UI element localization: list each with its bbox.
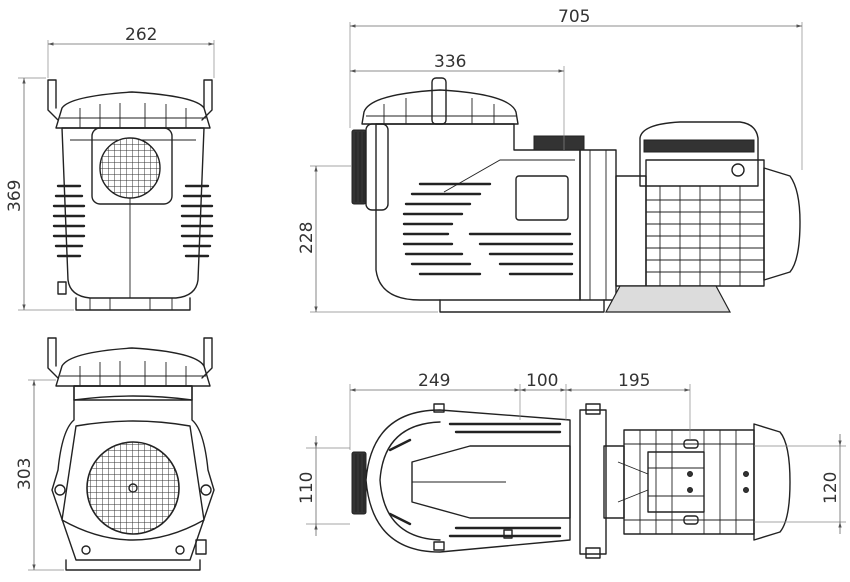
- top-c-label: 195: [618, 371, 650, 391]
- rear-height-label: 303: [15, 458, 35, 490]
- dim-front-height: 369: [5, 77, 74, 311]
- dim-motor-offset: 120: [754, 434, 846, 534]
- top-view: [351, 403, 791, 559]
- dim-basket-length: 336: [350, 52, 565, 150]
- basket-length-label: 336: [434, 52, 466, 72]
- front-width-label: 262: [125, 25, 157, 45]
- dim-inlet-height: 228: [297, 165, 438, 313]
- top-a-label: 249: [418, 371, 450, 391]
- dim-overall-length: 705: [349, 7, 803, 170]
- motor-offset-label: 120: [821, 472, 841, 504]
- inlet-height-label: 228: [297, 222, 317, 254]
- rear-view: [47, 337, 215, 571]
- front-view: [47, 79, 214, 311]
- dim-rear-height: 303: [15, 379, 64, 571]
- dim-inlet-offset: 110: [297, 436, 350, 536]
- dim-top-b: 100: [520, 371, 567, 420]
- overall-length-label: 705: [558, 7, 590, 27]
- dim-top-c: 195: [566, 371, 691, 440]
- top-b-label: 100: [526, 371, 558, 391]
- dim-front-width: 262: [47, 25, 215, 78]
- front-height-label: 369: [5, 180, 25, 212]
- side-view: [351, 77, 801, 313]
- inlet-offset-label: 110: [297, 472, 317, 504]
